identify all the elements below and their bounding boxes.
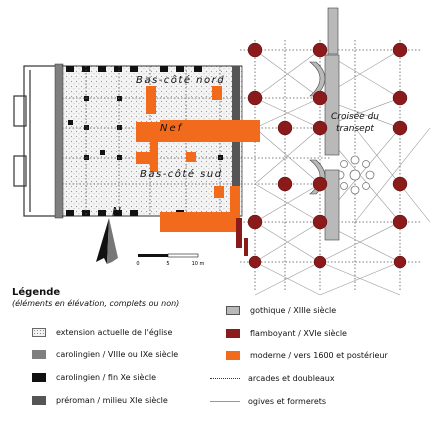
- color-swatch: [226, 329, 240, 338]
- crossing-rosette: [335, 155, 375, 195]
- north-arrow-letter: N: [112, 205, 121, 219]
- scale-tick-0: 0: [136, 261, 139, 267]
- color-swatch: [32, 396, 46, 405]
- legend-item-flamboyant: flamboyant / XVIe siècle: [226, 329, 347, 338]
- label-croisee-line2: transept: [336, 124, 374, 134]
- color-swatch: [226, 351, 240, 360]
- legend-item-carolingien-viii: carolingien / VIIIe ou IXe siècle: [32, 350, 178, 359]
- legend-item-ogives: ogives et formerets: [210, 397, 326, 406]
- legend-label: flamboyant / XVIe siècle: [250, 329, 347, 338]
- legend-item-carolingien-x: carolingien / fin Xe siècle: [32, 373, 156, 382]
- color-swatch: [32, 350, 46, 359]
- dotted-line-swatch: [210, 378, 240, 379]
- legend-label: extension actuelle de l'église: [56, 328, 173, 337]
- legend-label: arcades et doubleaux: [248, 374, 335, 383]
- label-nef: Nef: [160, 123, 183, 134]
- legend-item-preroman: préroman / milieu XIe siècle: [32, 396, 168, 405]
- scale-tick-2: 10 m: [192, 261, 205, 267]
- scale-bar: 0 5 10 m: [136, 253, 205, 267]
- modern-elements: [136, 86, 260, 232]
- flamboyant-pillars: [247, 42, 408, 269]
- thin-line-swatch: [210, 401, 240, 402]
- legend-item-arcades: arcades et doubleaux: [210, 374, 335, 383]
- flamboyant-walls: [236, 218, 248, 256]
- north-arrow-icon: N: [96, 205, 121, 264]
- legend-title: Légende: [12, 287, 61, 298]
- color-swatch: [32, 373, 46, 382]
- carolingian-west-wall: [54, 63, 64, 219]
- legend-label: moderne / vers 1600 et postérieur: [250, 351, 388, 360]
- label-croisee-line1: Croisée du: [331, 111, 379, 122]
- legend-label: ogives et formerets: [248, 397, 327, 406]
- legend-item-gothique: gothique / XIIIe siècle: [226, 306, 336, 315]
- legend-item-moderne: moderne / vers 1600 et postérieur: [226, 351, 388, 360]
- color-swatch: [226, 306, 240, 315]
- legend-label: carolingien / VIIIe ou IXe siècle: [56, 350, 179, 359]
- scale-tick-1: 5: [166, 261, 169, 267]
- legend-item-extension: extension actuelle de l'église: [32, 328, 172, 337]
- label-bas-cote-nord: Bas-côté nord: [136, 74, 225, 86]
- legend-subtitle: (éléments en élévation, complets ou non): [12, 299, 180, 308]
- west-facade: [13, 65, 59, 217]
- label-bas-cote-sud: Bas-côté sud: [140, 168, 223, 180]
- legend-label: gothique / XIIIe siècle: [250, 306, 337, 315]
- dotted-swatch: [32, 328, 46, 337]
- legend-label: carolingien / fin Xe siècle: [56, 373, 156, 382]
- legend-label: préroman / milieu XIe siècle: [56, 396, 168, 405]
